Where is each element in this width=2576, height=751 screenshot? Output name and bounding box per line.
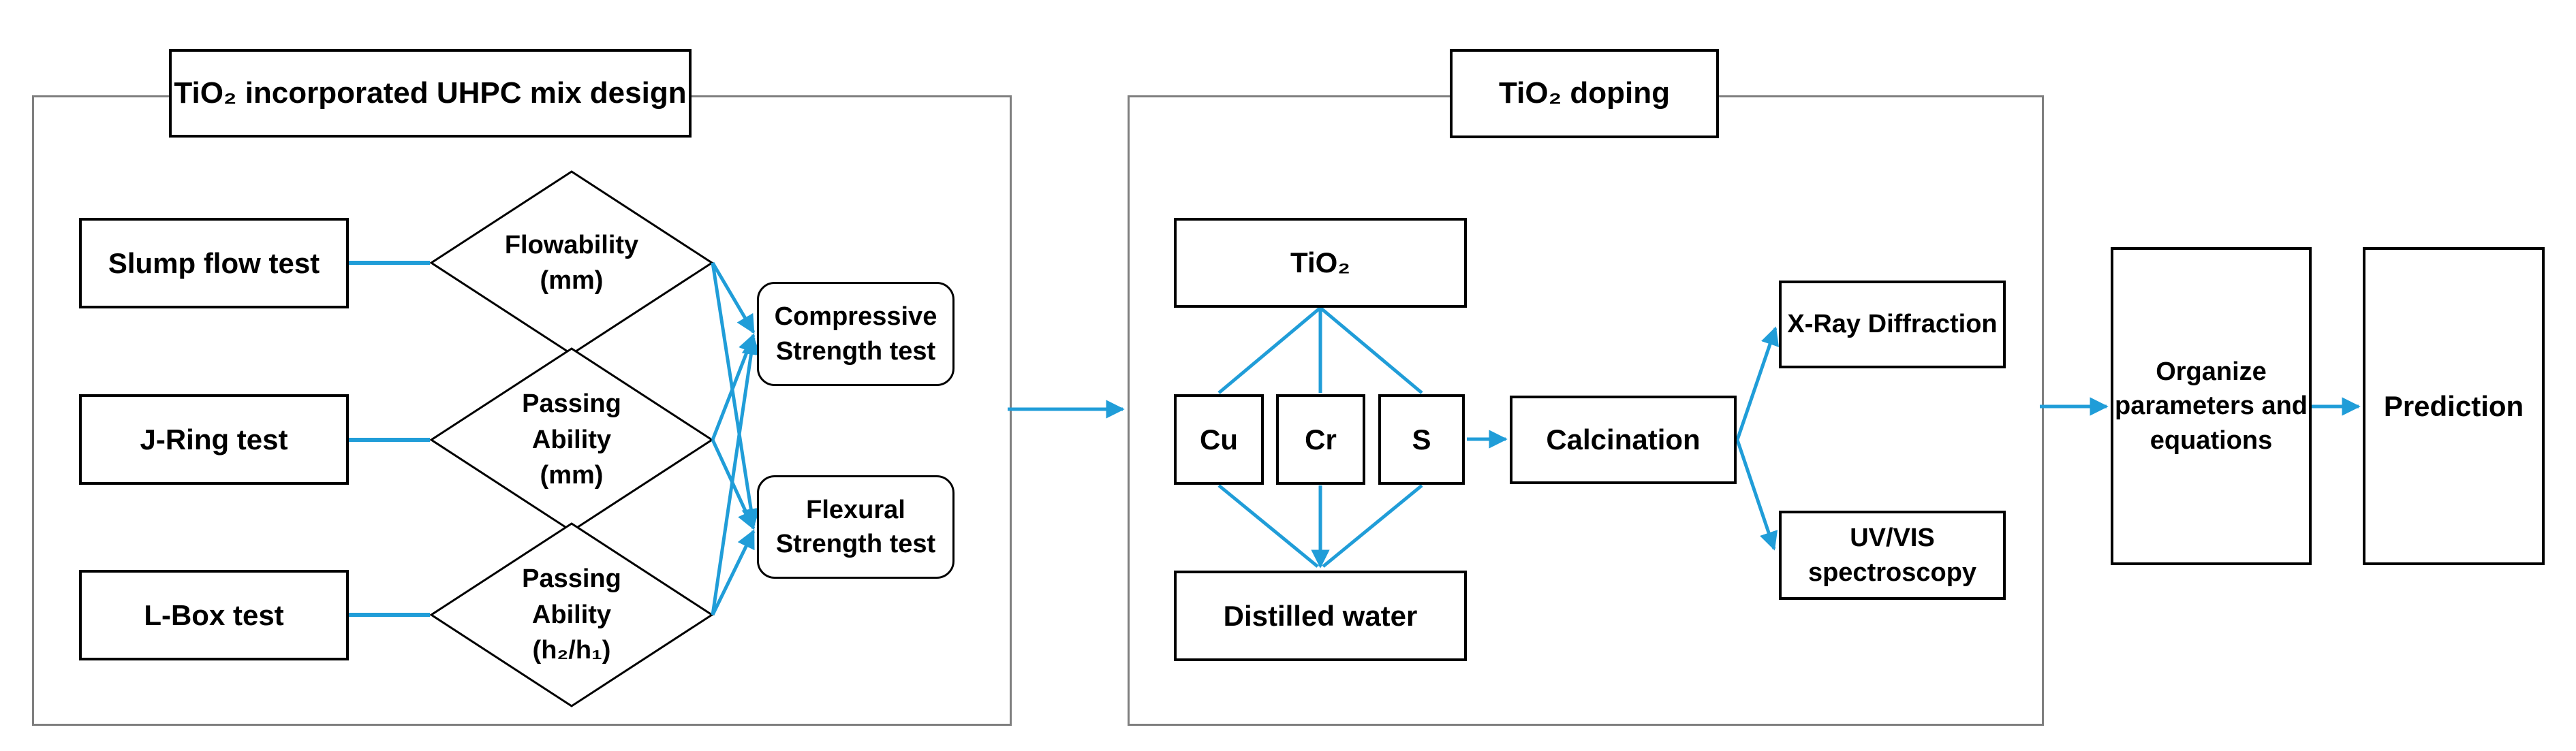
node-cu: Cu bbox=[1174, 394, 1264, 485]
node-s: S bbox=[1378, 394, 1465, 485]
node-uv-vis-spectroscopy: UV/VIS spectroscopy bbox=[1779, 511, 2006, 600]
arrow-flowability-compressive bbox=[711, 261, 756, 334]
node-cr: Cr bbox=[1276, 394, 1365, 485]
node-compressive-strength-test: Compressive Strength test bbox=[757, 282, 955, 386]
section-title-mix-design: TiO₂ incorporated UHPC mix design bbox=[169, 49, 692, 138]
node-distilled-water: Distilled water bbox=[1174, 571, 1467, 661]
node-l-box-test: L-Box test bbox=[79, 570, 349, 660]
node-slump-flow-test: Slump flow test bbox=[79, 218, 349, 308]
node-x-ray-diffraction: X-Ray Diffraction bbox=[1779, 281, 2006, 368]
connector-cu-distilled bbox=[1217, 484, 1319, 568]
section-title-doping: TiO₂ doping bbox=[1450, 49, 1719, 138]
diamond-label-passing-ability-h: Passing Ability (h₂/h₁) bbox=[522, 564, 621, 665]
arrow-passing-h-flexural bbox=[711, 529, 756, 616]
connector-tio2-s bbox=[1319, 306, 1423, 394]
node-prediction: Prediction bbox=[2363, 247, 2545, 565]
diamond-label-passing-ability-mm: Passing Ability (mm) bbox=[522, 389, 621, 490]
node-organize-parameters-equations: Organize parameters and equations bbox=[2111, 247, 2312, 565]
node-tio2: TiO₂ bbox=[1174, 218, 1467, 308]
diamond-label-flowability: Flowability (mm) bbox=[504, 230, 639, 295]
arrow-calcination-uvvis bbox=[1735, 439, 1778, 551]
node-flexural-strength-test: Flexural Strength test bbox=[757, 475, 955, 579]
connector-tio2-cu bbox=[1217, 306, 1322, 394]
diamond-passing-ability-h bbox=[429, 522, 714, 707]
arrow-calcination-xrd bbox=[1735, 326, 1780, 441]
node-j-ring-test: J-Ring test bbox=[79, 394, 349, 485]
node-calcination: Calcination bbox=[1510, 396, 1737, 484]
arrow-passing-h-compressive bbox=[711, 336, 760, 616]
connector-s-distilled bbox=[1322, 484, 1423, 568]
arrow-flowability-flexural bbox=[711, 262, 760, 528]
